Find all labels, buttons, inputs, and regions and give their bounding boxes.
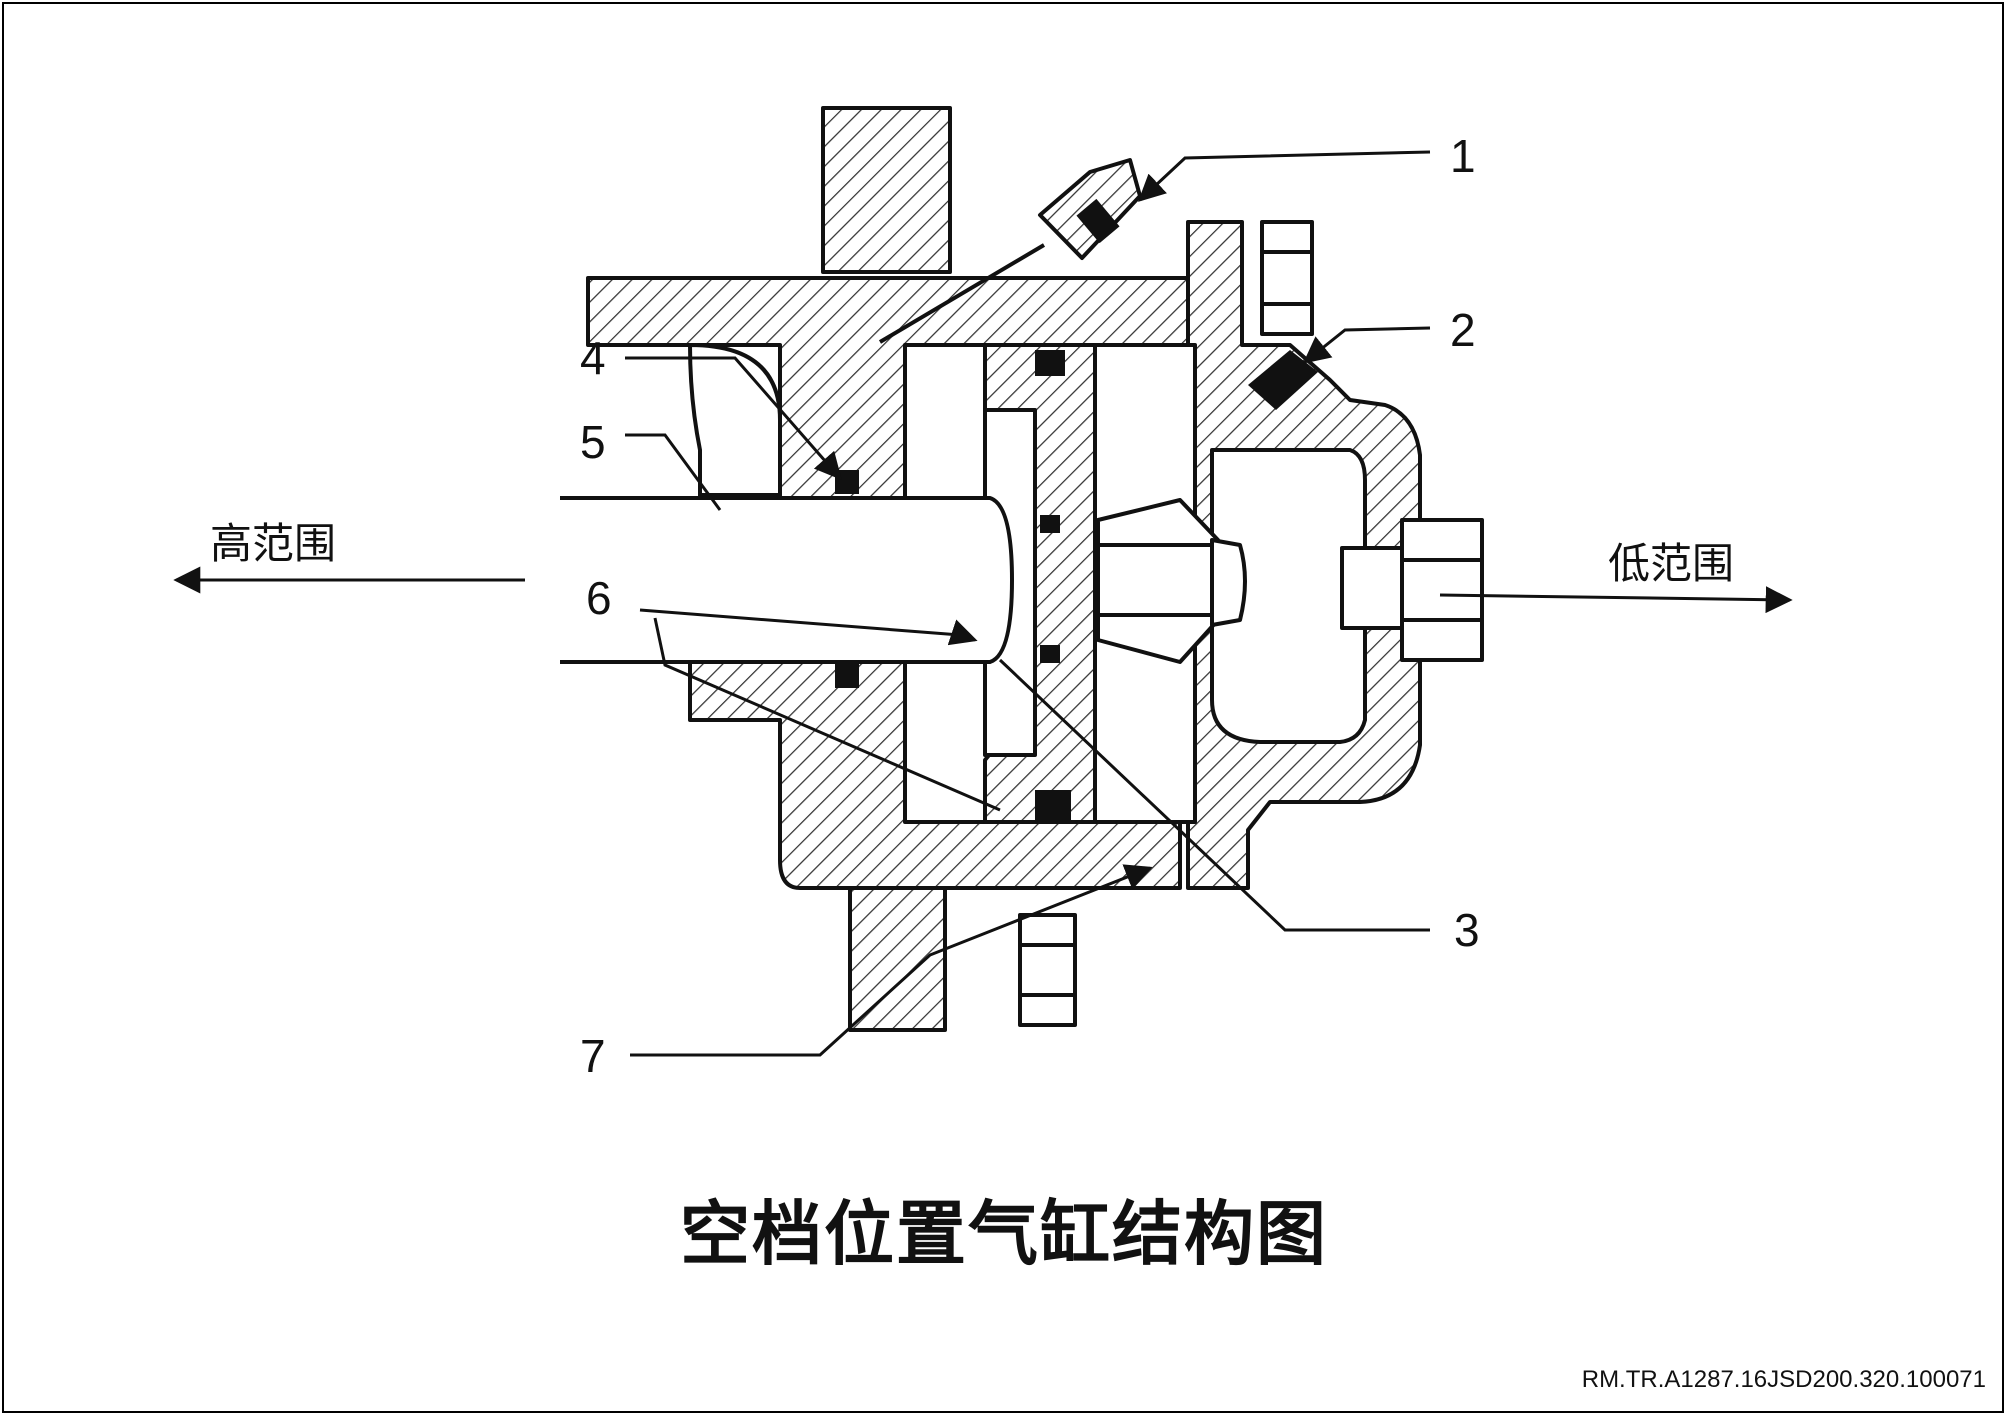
arrow-low-range (1439, 586, 1793, 614)
callout-7: 7 (580, 1030, 606, 1082)
low-range-label: 低范围 (1608, 539, 1735, 588)
document-reference: RM.TR.A1287.16JSD200.320.100071 (1581, 1366, 1986, 1393)
callout-1: 1 (1450, 130, 1476, 182)
shaft-nut (1096, 498, 1247, 664)
piston-rod (560, 496, 1014, 664)
mounting-wall (821, 106, 952, 1032)
callout-4: 4 (580, 332, 606, 384)
vent-plug (1248, 350, 1318, 410)
callout-6: 6 (586, 572, 612, 624)
callout-3: 3 (1454, 904, 1480, 956)
air-inlet-fitting (878, 158, 1142, 344)
cylinder-cover (1186, 220, 1422, 890)
o-ring-seals (835, 350, 1071, 820)
callout-5: 5 (580, 416, 606, 468)
diagram-title: 空档位置气缸结构图 (680, 1193, 1328, 1275)
cover-bolt-top (1260, 220, 1314, 336)
mounting-bolt-bottom (1018, 913, 1077, 1027)
right-end-bolt (1340, 518, 1484, 662)
high-range-label: 高范围 (210, 519, 337, 568)
callout-2: 2 (1450, 304, 1476, 356)
leader-lines (625, 150, 1431, 1057)
